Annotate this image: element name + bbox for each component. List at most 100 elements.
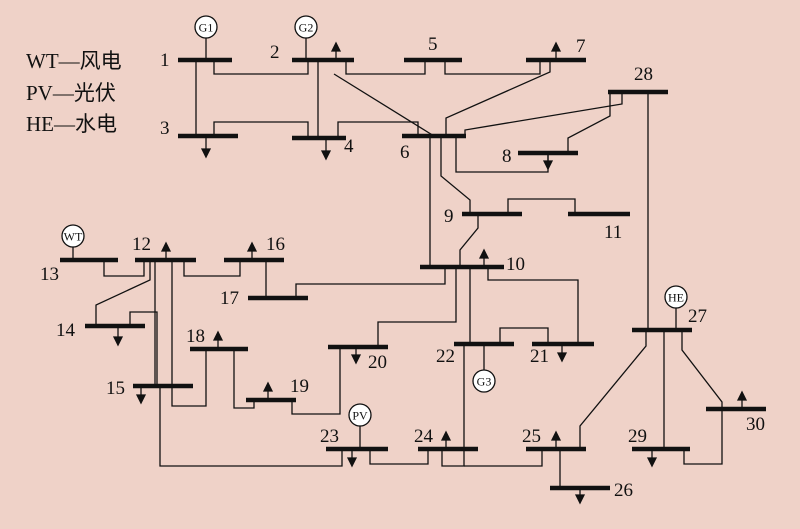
line-10-21 [487,267,579,344]
load-arrow-icon [112,326,124,347]
legend-code: PV— [26,81,75,105]
bus-label-15: 15 [106,378,125,399]
line-6-28 [464,92,623,136]
up-arrow-icon [440,430,452,449]
line-12-13 [103,260,145,277]
hydro-icon [664,285,688,309]
load-arrow-icon [135,386,147,405]
line-9-11 [507,198,576,214]
line-8-28 [567,92,611,153]
line-27-30 [681,330,723,409]
bus-label-29: 29 [628,426,647,447]
line-19-20 [291,347,341,415]
legend-code: HE— [26,112,76,136]
bus-label-25: 25 [522,426,541,447]
line-12-16 [183,260,241,277]
line-3-4 [213,121,309,138]
load-arrow-icon [646,449,658,468]
up-arrow-icon [478,248,490,267]
line-15-23 [159,386,343,467]
source-label-wt: WT [64,230,83,244]
line-9-10 [459,214,479,267]
up-arrow-icon [160,241,172,260]
line-29-30 [683,409,723,465]
bus-label-9: 9 [444,206,454,227]
line-22-24 [441,344,465,467]
up-arrow-icon [330,41,342,60]
up-arrow-icon [550,430,562,449]
photovoltaic-icon [348,403,372,427]
line-23-24 [369,449,429,465]
load-arrow-icon [556,344,568,363]
bus-label-3: 3 [160,118,170,139]
bus-label-30: 30 [746,414,765,435]
up-arrow-icon [550,41,562,60]
line-2-5 [345,60,426,75]
load-arrow-icon [542,153,554,171]
bus-label-17: 17 [220,288,239,309]
source-label-g2: G2 [299,21,314,35]
legend-wt: WT—风电 [26,49,122,73]
bus-label-23: 23 [320,426,339,447]
bus-label-1: 1 [160,50,170,71]
generator-g1-icon [194,15,218,39]
line-10-20 [377,267,457,347]
line-24-25 [464,449,543,467]
bus-label-16: 16 [266,234,285,255]
bus-label-14: 14 [56,320,76,341]
bus-label-19: 19 [290,376,309,397]
line-12-14 [95,260,151,326]
source-label-g3: G3 [477,375,492,389]
source-label-pv: PV [352,409,368,423]
source-label-he: HE [668,291,684,305]
line-18-19 [233,349,255,409]
transmission-lines [95,60,723,488]
legend-name: 风电 [80,49,122,73]
line-2-6 [333,73,435,137]
bus-label-18: 18 [186,326,205,347]
generator-g2-icon [294,15,318,39]
line-21-22 [499,327,549,344]
buses [60,57,766,491]
line-6-7 [445,60,551,136]
bus-label-12: 12 [132,234,151,255]
line-12-18 [171,260,207,407]
up-arrow-icon [246,241,258,260]
source-label-g1: G1 [199,21,214,35]
legend-he: HE—水电 [26,112,117,136]
bus-label-24: 24 [414,426,434,447]
legend-name: 水电 [75,112,117,136]
legend-pv: PV—光伏 [26,81,116,105]
load-arrow-icon [350,347,362,365]
line-25-27 [579,330,647,449]
line-1-2 [213,60,309,75]
bus-label-5: 5 [428,34,438,55]
line-6-9 [440,136,471,214]
bus-label-28: 28 [634,64,653,85]
legend-code: WT— [26,49,81,73]
up-arrow-icon [262,381,274,400]
up-arrow-icon [212,330,224,349]
bus-labels: 1 2 3 4 5 6 7 8 9 10 11 12 13 14 15 16 1… [40,34,765,501]
legend: WT—风电 PV—光伏 HE—水电 [26,49,122,136]
bus-label-27: 27 [688,306,707,327]
bus-label-13: 13 [40,264,59,285]
bus-label-22: 22 [436,346,455,367]
line-4-6 [337,121,419,138]
up-arrow-icon [736,390,748,409]
bus-label-26: 26 [614,480,633,501]
load-arrow-icon [200,136,212,159]
load-arrow-icon [574,488,586,505]
bus-label-2: 2 [270,42,280,63]
bus-label-6: 6 [400,142,410,163]
line-10-17 [295,267,446,298]
wind-turbine-icon [61,224,85,248]
generator-g3-icon [472,369,496,393]
load-arrow-icon [346,449,358,468]
load-arrow-icon [320,138,332,161]
bus-label-4: 4 [344,136,354,157]
source-connectors [72,38,677,449]
bus-label-11: 11 [604,222,622,243]
bus-label-10: 10 [506,254,525,275]
